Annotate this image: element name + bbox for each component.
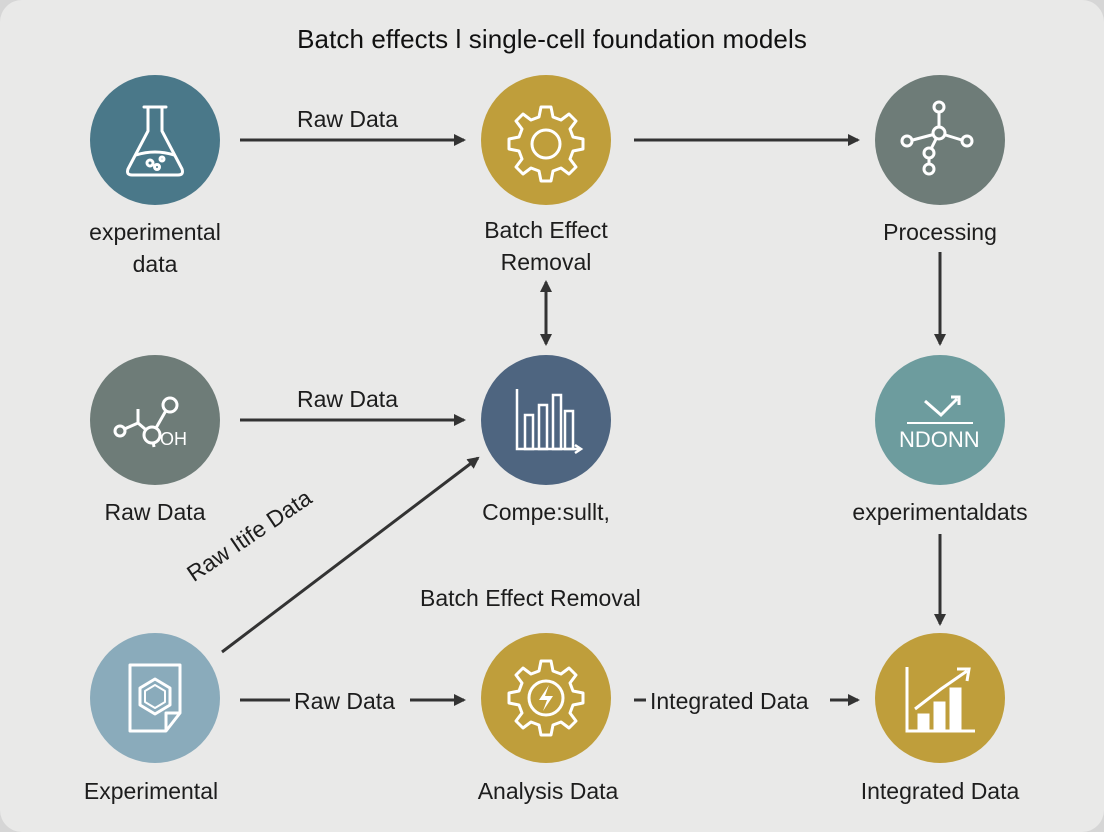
node-label-line: Processing <box>883 219 997 245</box>
node-label-processing: Processing <box>830 216 1050 248</box>
node-label-line: Raw Data <box>104 499 206 525</box>
edge-label-n4-n5: Raw Data <box>297 386 398 412</box>
node-label-line: Experimental <box>83 778 219 804</box>
ndonn-text: NDONN <box>899 427 980 452</box>
edge-n7-n5 <box>221 456 480 654</box>
edge-label-n7-n8: Raw Data <box>294 688 395 714</box>
node-label-line: experimental <box>89 219 221 245</box>
node-label-raw-data: Raw Data <box>45 496 265 528</box>
node-batch-effect-removal <box>481 75 611 205</box>
gear-icon <box>507 105 585 183</box>
molecule-oh-icon: OH <box>113 396 187 449</box>
node-label-line: Batch Effect <box>484 217 608 243</box>
node-label-analysis-data: Analysis Data <box>438 775 658 807</box>
node-label-experimentaldats: experimentaldats <box>830 496 1050 528</box>
node-experimentaldats: NDONN <box>875 355 1005 485</box>
edge-label-batch-effect-removal: Batch Effect Removal <box>420 585 641 611</box>
node-label-line: Compe:sullt, <box>482 499 610 525</box>
node-experimental-data <box>90 75 220 205</box>
edge-label-n8-n9: Integrated Data <box>650 688 809 714</box>
hexagon-document-icon <box>128 663 182 733</box>
node-label-line: Analysis Data <box>477 778 619 804</box>
bar-chart-icon <box>515 389 584 455</box>
node-label-batch-effect-removal: Batch Effect Removal <box>436 214 656 278</box>
node-label-integrated-data: Integrated Data <box>830 775 1050 807</box>
node-processing <box>875 75 1005 205</box>
svg-text:OH: OH <box>160 429 187 449</box>
molecule-icon <box>900 100 974 176</box>
node-label-line: data <box>132 251 178 277</box>
node-label-compe-sullt: Compe:sullt, <box>436 496 656 528</box>
node-integrated-data <box>875 633 1005 763</box>
node-label-line: experimentaldats <box>852 499 1028 525</box>
ndonn-icon: NDONN <box>899 395 980 452</box>
node-compe-sullt <box>481 355 611 485</box>
node-label-experimental: Experimental <box>41 775 261 807</box>
node-raw-data: OH <box>90 355 220 485</box>
node-analysis-data <box>481 633 611 763</box>
lightning-gear-icon <box>507 659 585 737</box>
node-experimental <box>90 633 220 763</box>
node-label-line: Removal <box>500 249 592 275</box>
node-label-line: Integrated Data <box>860 778 1020 804</box>
flask-icon <box>126 105 184 177</box>
growth-chart-icon <box>905 667 975 733</box>
edge-label-n1-n2: Raw Data <box>297 106 398 132</box>
node-label-experimental-data: experimental data <box>45 216 265 280</box>
diagram-title: Batch effects l single-cell foundation m… <box>297 24 807 54</box>
